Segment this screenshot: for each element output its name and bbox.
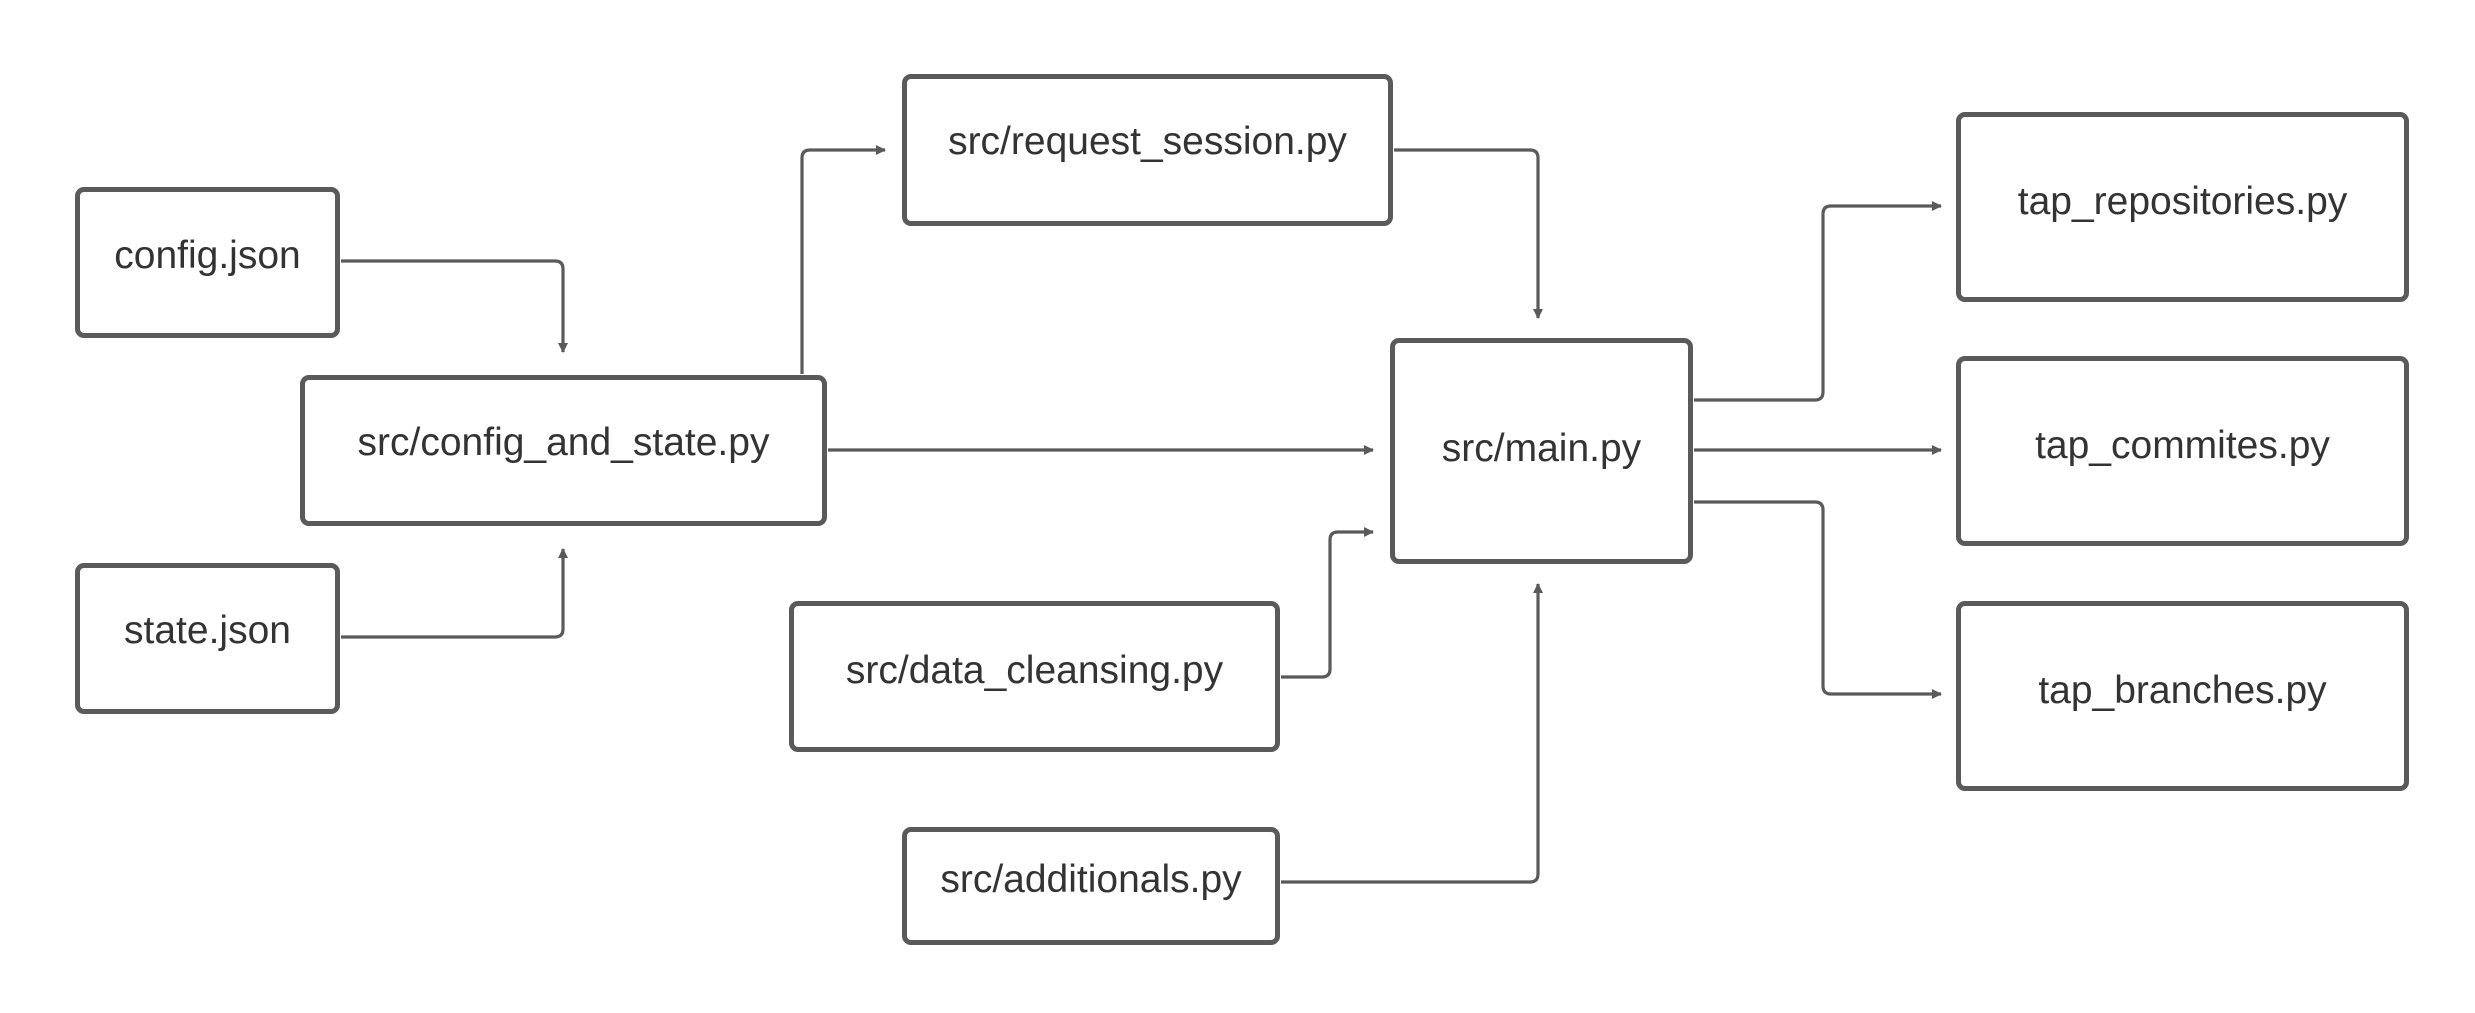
node-label: src/main.py — [1441, 427, 1642, 470]
node-config-json: config.json — [75, 187, 340, 338]
node-tap-branches: tap_branches.py — [1956, 601, 2409, 791]
node-label: src/request_session.py — [948, 119, 1347, 163]
node-request-session: src/request_session.py — [902, 74, 1393, 226]
node-label: config.json — [114, 234, 301, 277]
node-label: tap_branches.py — [2038, 669, 2327, 712]
node-tap-commites: tap_commites.py — [1956, 356, 2409, 546]
edge-data-cleansing-to-main — [1281, 527, 1374, 679]
node-label: src/config_and_state.py — [357, 421, 770, 464]
edge-request-session-to-main — [1394, 148, 1543, 319]
edge-state-json-to-config-and-state — [341, 548, 568, 639]
node-label: tap_repositories.py — [2017, 180, 2348, 223]
node-label: src/additionals.py — [940, 857, 1242, 901]
node-tap-repositories: tap_repositories.py — [1956, 112, 2409, 302]
node-data-cleansing: src/data_cleansing.py — [789, 601, 1280, 752]
node-config-and-state: src/config_and_state.py — [300, 375, 827, 526]
edge-additionals-to-main — [1281, 583, 1543, 884]
edge-main-to-tap-branches — [1694, 500, 1942, 699]
node-state-json: state.json — [75, 563, 340, 714]
node-main: src/main.py — [1390, 338, 1693, 564]
edge-config-and-state-to-request-session — [800, 145, 886, 374]
node-additionals: src/additionals.py — [902, 827, 1280, 945]
edge-config-json-to-config-and-state — [341, 259, 568, 353]
node-label: tap_commites.py — [2035, 424, 2330, 467]
node-label: state.json — [124, 609, 291, 652]
edge-main-to-tap-repositories — [1694, 201, 1942, 402]
node-label: src/data_cleansing.py — [845, 649, 1224, 692]
